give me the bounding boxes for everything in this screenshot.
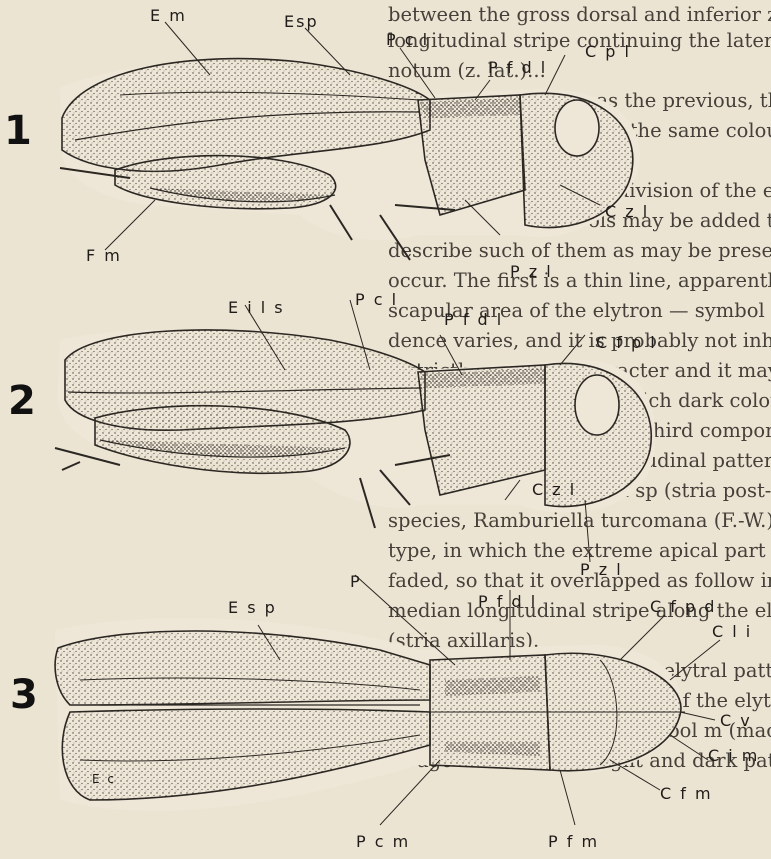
label-eils: E i l s <box>228 298 285 317</box>
label-cli: C l i <box>712 622 752 641</box>
label-cfpl: C f p l <box>596 333 657 352</box>
label-pfdl: P f d l <box>488 58 547 77</box>
label-czl-2: C z l <box>532 480 576 499</box>
label-cim: C i m <box>708 746 759 765</box>
figure-number-3: 3 <box>10 672 38 718</box>
label-esp: Esp <box>284 12 319 31</box>
label-czl: C z l <box>605 202 649 221</box>
figure-3-insect <box>55 575 720 825</box>
label-p: P <box>350 572 362 591</box>
figure-2-insect <box>55 300 655 562</box>
label-cpl: C p l <box>585 42 631 61</box>
figure-number-1: 1 <box>4 108 32 154</box>
label-em: E m <box>150 6 187 25</box>
label-cfm: C f m <box>660 784 713 803</box>
label-esp-3: E s p <box>228 598 277 617</box>
figure-1-insect <box>60 22 640 260</box>
label-pfdl-3: P f d l <box>478 592 537 611</box>
label-pzl: P z l <box>510 262 553 281</box>
label-pcm: P c m <box>356 832 410 851</box>
figure-number-2: 2 <box>8 378 36 424</box>
label-ec: E c <box>92 772 116 786</box>
label-pcl-2: P c l <box>355 290 398 309</box>
label-pfdl-2: P f d l <box>444 310 503 329</box>
elytron-right <box>62 709 430 800</box>
label-fm: F m <box>86 246 122 265</box>
label-pfm: P f m <box>548 832 599 851</box>
label-pzl-2: P z l <box>580 560 623 579</box>
label-pcl: P c l <box>386 30 429 49</box>
label-cfpd: C f p d <box>650 597 716 616</box>
label-cv: C v <box>720 711 752 730</box>
